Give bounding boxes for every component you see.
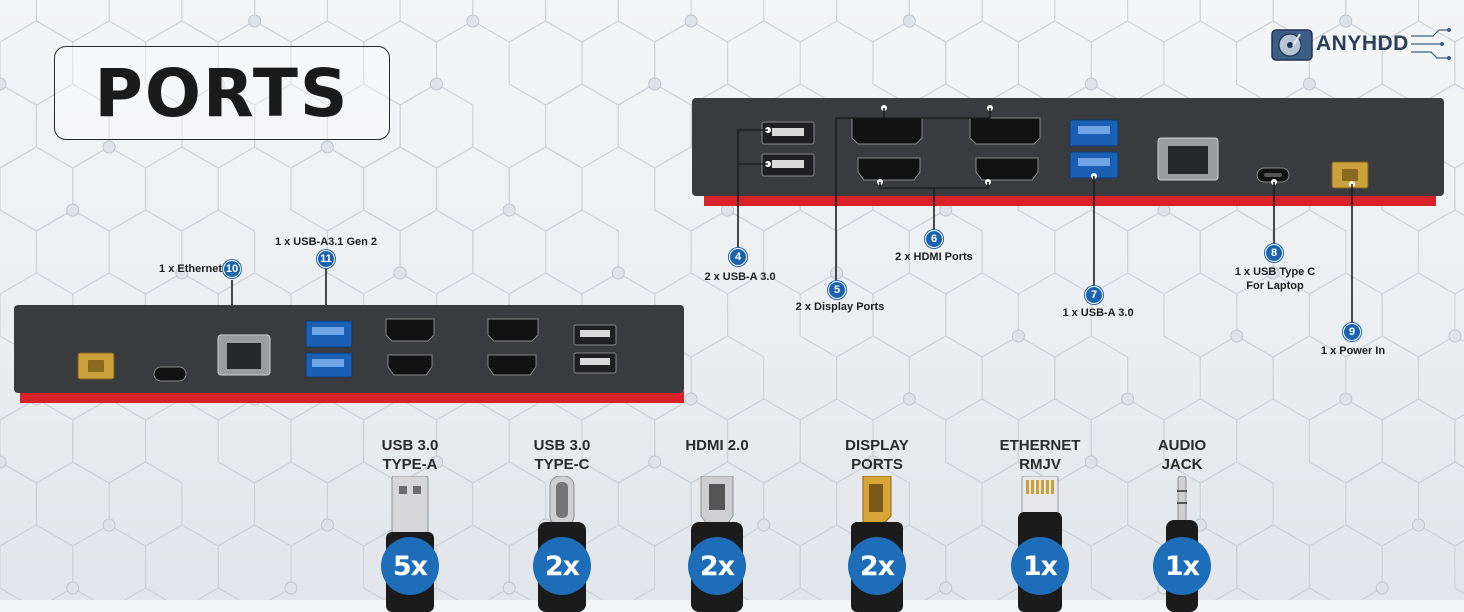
connector-label-line1: USB 3.0 [350, 436, 470, 455]
connector-label-line1: HDMI 2.0 [657, 436, 777, 455]
callout-label-4: 2 x USB-A 3.0 [690, 270, 790, 284]
connector-label-line2: TYPE-A [350, 455, 470, 474]
connector-count-badge: 2x [533, 537, 591, 595]
connector-count-badge: 2x [848, 537, 906, 595]
callout-label-6: 2 x HDMI Ports [884, 250, 984, 264]
callout-badge-9: 9 [1343, 323, 1361, 341]
connector-count-badge: 2x [688, 537, 746, 595]
connector-count-badge: 1x [1153, 537, 1211, 595]
callout-label-8: 1 x USB Type C For Laptop [1220, 265, 1330, 293]
callout-label-8-line2: For Laptop [1220, 279, 1330, 293]
connector-label-line2: JACK [1122, 455, 1242, 474]
connector-count-badge: 1x [1011, 537, 1069, 595]
connector-label-line2: TYPE-C [502, 455, 622, 474]
callout-label-11: 1 x USB-A3.1 Gen 2 [266, 235, 386, 249]
connector-label-line2: PORTS [817, 455, 937, 474]
callout-badge-10: 10 [223, 260, 241, 278]
callout-badge-5: 5 [828, 281, 846, 299]
callout-badge-7: 7 [1085, 286, 1103, 304]
callout-badge-11: 11 [317, 250, 335, 268]
connector-label-line1: AUDIO [1122, 436, 1242, 455]
callout-badge-4: 4 [729, 248, 747, 266]
connector-label-2: HDMI 2.0 [657, 436, 777, 455]
callout-label-8-line1: 1 x USB Type C [1220, 265, 1330, 279]
callout-label-7: 1 x USB-A 3.0 [1048, 306, 1148, 320]
connector-label-line1: USB 3.0 [502, 436, 622, 455]
connector-label-line1: DISPLAY [817, 436, 937, 455]
callout-badge-8: 8 [1265, 244, 1283, 262]
connector-count-badge: 5x [381, 537, 439, 595]
connector-label-line1: ETHERNET [980, 436, 1100, 455]
callout-label-10: 1 x Ethernet [150, 262, 222, 276]
callout-label-5: 2 x Display Ports [780, 300, 900, 314]
callout-badge-6: 6 [925, 230, 943, 248]
connector-label-line2: RMJV [980, 455, 1100, 474]
callout-label-9: 1 x Power In [1303, 344, 1403, 358]
